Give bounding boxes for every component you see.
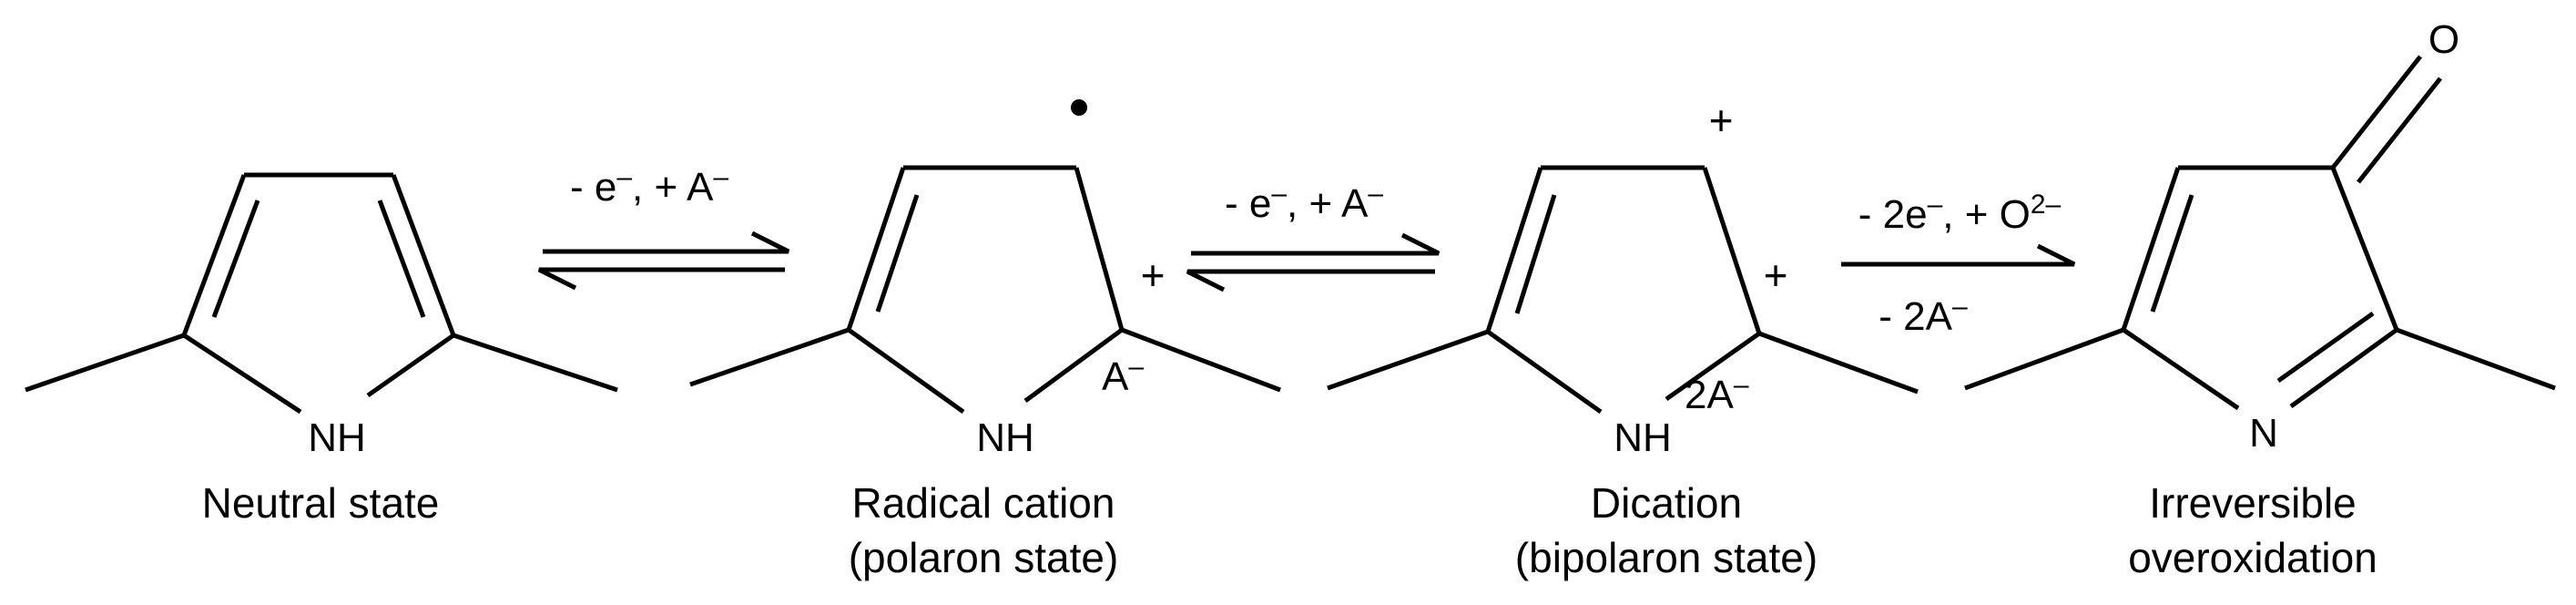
bond-c5-n (366, 333, 455, 398)
heteroatom-label: NH (976, 415, 1034, 460)
bond-methyl-left (689, 327, 850, 387)
bond-c2-c3 (181, 174, 247, 336)
superscript: – (1368, 179, 1383, 209)
bond-methyl-right (1121, 327, 1281, 393)
condition-text: - e (1225, 181, 1271, 226)
bond-c2-c3-inner (211, 200, 260, 318)
superscript: – (713, 162, 728, 192)
bond-c2-c3-inner (2150, 194, 2194, 313)
heteroatom-label: N (2249, 411, 2278, 456)
arrow-reverse (1186, 269, 1435, 292)
heteroatom-label: NH (308, 415, 366, 460)
caption-line-1: Radical cation (852, 479, 1115, 527)
bond-methyl-right (2396, 327, 2556, 391)
counterion-label: 2A– (1685, 370, 1749, 418)
condition-text: , + O (1942, 192, 2031, 237)
bond-c4-c5 (391, 174, 456, 336)
arrow-forward (1841, 243, 2076, 267)
structure-neutral: NH Neutral state (25, 172, 618, 527)
structure-polaron: NH + A– Radical cation (polaron state) (689, 99, 1281, 581)
bond-carbonyl (2331, 55, 2422, 169)
heteroatom-label: NH (1614, 415, 1672, 460)
pyrrole-ring-bipolaron (1327, 165, 1919, 415)
structure-bipolaron: NH + + 2A– Dication (bipolaron state) (1327, 97, 1919, 581)
bond-c5-n-inner (2276, 311, 2375, 384)
radical-dot (1071, 99, 1087, 116)
equilibrium-arrow-1: - e–, + A– (537, 162, 790, 291)
arrow-forward (543, 231, 790, 254)
caption-line-1: Dication (1591, 479, 1742, 527)
positive-charge: + (1141, 251, 1166, 299)
bond-c2-c3 (1485, 167, 1543, 333)
positive-charge-top: + (1709, 97, 1734, 144)
counterion-label: A– (1102, 352, 1144, 400)
superscript: 2– (2031, 190, 2062, 220)
condition-text: , + A (632, 165, 714, 210)
arrow-reverse (537, 267, 785, 291)
condition-text: - 2A (1879, 294, 1952, 339)
counterion-base: A (1102, 354, 1129, 399)
caption-line-2: (polaron state) (849, 534, 1119, 581)
bond-methyl-left (1327, 329, 1489, 391)
bond-c5-n (2289, 327, 2398, 409)
condition-text: , + A (1287, 181, 1369, 226)
counterion-base: 2A (1685, 373, 1734, 417)
bond-c2-n (847, 327, 965, 415)
bond-c4-c5-inner (377, 200, 426, 318)
counterion-charge: – (1128, 352, 1144, 382)
carbonyl-oxygen: O (2428, 17, 2459, 62)
caption-line-2: (bipolaron state) (1515, 534, 1817, 581)
bond-c5-n (1665, 331, 1761, 402)
bond-c2-c3 (2121, 167, 2181, 331)
pyrrole-ring-polaron (689, 165, 1281, 415)
bond-c2-n (1486, 329, 1603, 415)
counterion-charge: – (1734, 370, 1749, 400)
superscript: – (616, 162, 632, 192)
condition-below: - 2A– (1879, 292, 1968, 340)
bond-methyl-left (25, 333, 185, 393)
pyrrolinone-ring (1964, 55, 2556, 411)
superscript: – (1928, 190, 1943, 220)
bond-c2-c3 (846, 167, 906, 331)
forward-arrow: - 2e–, + O2– - 2A– (1841, 190, 2076, 340)
bond-c2-n (182, 333, 302, 415)
bond-c4-c5 (1074, 167, 1125, 331)
bond-c4-c5 (2330, 167, 2399, 331)
bond-methyl-left (1964, 327, 2124, 391)
bond-c2-n (2122, 327, 2240, 411)
positive-charge-right: + (1764, 251, 1788, 299)
condition-above: - e–, + A– (1225, 179, 1383, 227)
equilibrium-arrow-2: - e–, + A– (1186, 179, 1441, 292)
structure-overoxidized: N O Irreversible overoxidation (1964, 17, 2556, 581)
condition-above: - 2e–, + O2– (1858, 190, 2062, 238)
bond-c5-n (1023, 327, 1124, 404)
condition-text: - 2e (1858, 192, 1928, 237)
caption-line-1: Neutral state (202, 479, 440, 527)
condition-above: - e–, + A– (570, 162, 728, 210)
caption-line-1: Irreversible (2149, 479, 2357, 527)
bond-c2-c3-inner (1514, 194, 1557, 314)
condition-text: - e (570, 165, 616, 210)
superscript: – (1952, 292, 1968, 322)
bond-c4-c5 (1702, 167, 1762, 334)
bond-methyl-right (453, 333, 618, 393)
pyrrole-ring-neutral (25, 172, 618, 415)
bond-c2-c3-inner (875, 194, 920, 313)
caption-line-2: overoxidation (2128, 534, 2377, 581)
bond-carbonyl-second (2357, 77, 2442, 184)
bond-methyl-right (1758, 331, 1919, 395)
superscript: – (1271, 179, 1287, 209)
arrow-forward (1191, 232, 1441, 256)
